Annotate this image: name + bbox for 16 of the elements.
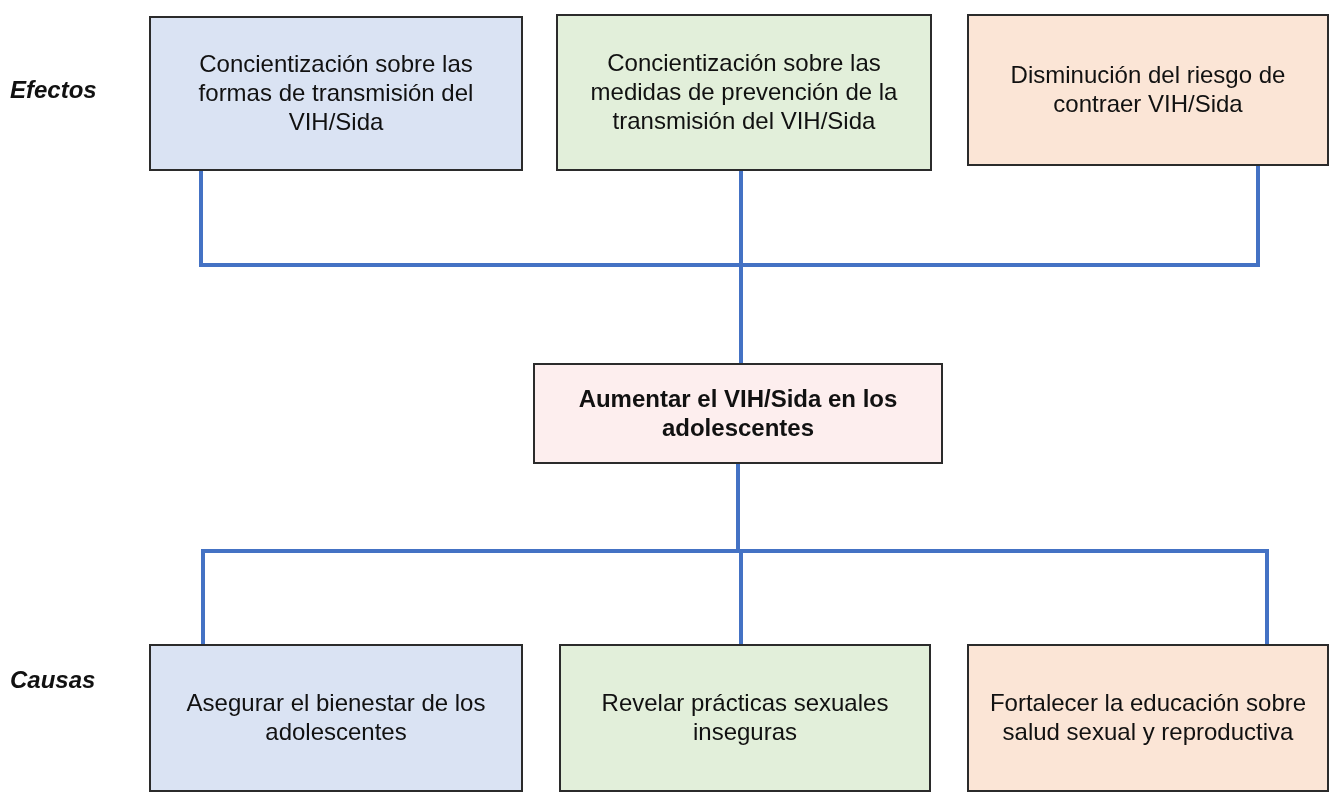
box-text: Concientización sobre las medidas de prevención de la transmisión del VIH/Sida	[589, 49, 899, 136]
row-label: Causas	[10, 666, 96, 694]
box-text: Aumentar el VIH/Sida en los adolescentes	[577, 384, 899, 443]
box-text: Revelar prácticas sexuales inseguras	[600, 689, 890, 747]
problem-box	[533, 363, 943, 464]
cause-effect-box	[967, 14, 1329, 166]
row-label: Efectos	[10, 76, 97, 104]
cause-effect-box	[967, 644, 1329, 792]
cause-effect-box	[149, 16, 523, 171]
cause-effect-box	[149, 644, 523, 792]
box-text: Fortalecer la educación sobre salud sexual y reproductiva	[988, 689, 1308, 747]
box-text: Asegurar el bienestar de los adolescentes	[185, 689, 487, 747]
cause-effect-box	[556, 14, 932, 171]
box-text: Disminución del riesgo de contraer VIH/Sida	[1009, 61, 1287, 119]
box-text: Concientización sobre las formas de transmisión del VIH/Sida	[197, 50, 475, 137]
cause-effect-box	[559, 644, 931, 792]
